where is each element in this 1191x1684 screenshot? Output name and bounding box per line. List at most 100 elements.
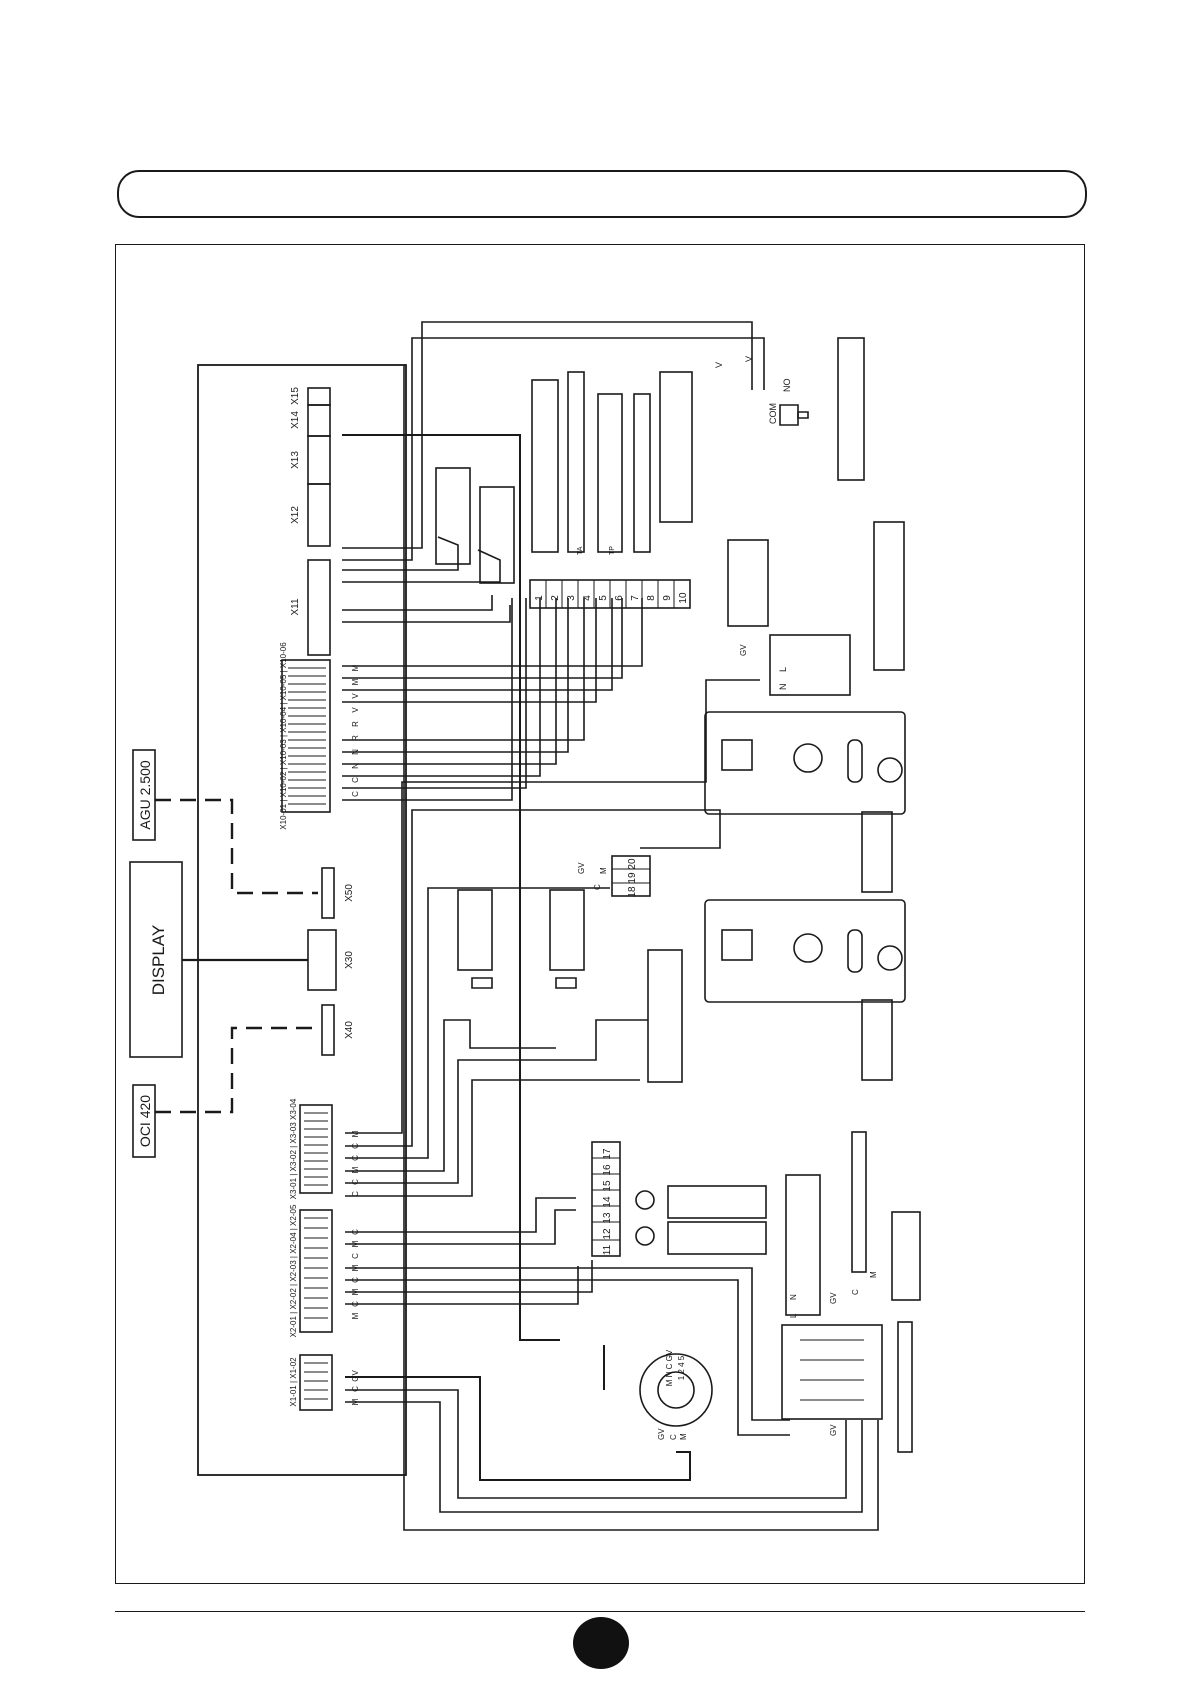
x3-header: X3-01 | X3-02 | X3-03 X3-04 [289, 1098, 298, 1199]
x40-label: X40 [344, 1021, 355, 1039]
x15-label: X15 [290, 387, 301, 405]
gas-valve-2 [704, 899, 906, 1003]
diagram-frame [115, 244, 1085, 1584]
control-board-outline [197, 364, 407, 1476]
x2-header: X2-01 | X2-02 | X2-03 | X2-04 | X2-05 [289, 1204, 298, 1337]
mains-gv-label: GV [829, 1292, 838, 1304]
sensor-box-3 [597, 393, 623, 553]
x1-header: X1-01 | X1-02 [289, 1357, 298, 1407]
x13-connector [307, 435, 331, 485]
fan-c-label: C [669, 1434, 678, 1440]
wire-letter: R [351, 735, 360, 741]
x2-connector [299, 1209, 333, 1333]
mid-m-label: M [599, 867, 608, 874]
fuse-label-box [891, 1211, 921, 1301]
x14-label: X14 [290, 411, 301, 429]
flow-switch-box [647, 949, 683, 1083]
terminal-number: 11 [602, 1244, 613, 1255]
x1-connector [299, 1354, 333, 1411]
fan-pins: 1 2 4 5 [677, 1355, 686, 1380]
terminal-number: 10 [678, 592, 689, 604]
ignition-label-box [873, 521, 905, 671]
x1-wire-letters: GV CM [351, 1370, 360, 1406]
x50-connector [321, 867, 335, 919]
ign-l-label: L [778, 667, 788, 672]
x13-label: X13 [290, 451, 301, 469]
wire-letter: M [351, 1398, 360, 1405]
agu-label: AGU 2.500 [137, 760, 153, 829]
wire-letter: GV [351, 1370, 360, 1382]
terminal-number: 6 [614, 595, 625, 601]
terminal-number: 7 [630, 595, 641, 601]
mains-c-label: C [851, 1289, 860, 1295]
pump-box-2 [667, 1221, 767, 1255]
terminal-number: 12 [602, 1228, 613, 1240]
x12-connector [307, 483, 331, 547]
sensor-box-5 [659, 371, 693, 523]
oci-label: OCI 420 [137, 1095, 153, 1147]
page-number-disc [573, 1617, 629, 1669]
switch-label-box [897, 1321, 913, 1453]
mains-n-label: N [789, 1294, 798, 1300]
terminal-number: 1 [534, 595, 545, 601]
mains-terminal-block [781, 1324, 883, 1420]
x3-connector [299, 1104, 333, 1194]
wire-letter: C [351, 1179, 360, 1185]
terminal-number: 3 [566, 595, 577, 601]
wire-letter: R [351, 721, 360, 727]
oci-module [132, 1084, 156, 1158]
fan-letters: M N C GV [665, 1349, 674, 1386]
wire-letter: M [351, 1240, 360, 1247]
terminal-number: 14 [602, 1196, 613, 1208]
sensor-box-4 [633, 393, 651, 553]
x14-connector [307, 404, 331, 437]
limit-thermostat-2 [549, 889, 585, 971]
terminal-number: 9 [662, 595, 673, 601]
ignition-box [727, 539, 769, 627]
mid-c-label: C [593, 884, 602, 890]
terminal-number: 4 [582, 595, 593, 601]
wire-letter: C [351, 1253, 360, 1259]
wire-letter: V [351, 707, 360, 713]
valve-label-box-1 [861, 811, 893, 893]
agu-dashed-link [155, 798, 318, 895]
terminal-number: 16 [602, 1164, 613, 1176]
wire-letter: M [351, 1312, 360, 1319]
fan-motor [639, 1353, 713, 1427]
ntc-box-2 [479, 486, 515, 584]
wire-letter: M [351, 664, 360, 671]
valve-label-box-2 [861, 999, 893, 1081]
terminal-number: 17 [602, 1148, 613, 1160]
wire-letter: C [351, 1301, 360, 1307]
wire-letter: N [351, 749, 360, 755]
x12-label: X12 [290, 506, 301, 524]
v-label-1: V [714, 362, 724, 368]
v-label-2: V [744, 356, 754, 362]
ta-label: TA [577, 546, 584, 555]
terminal-number: 8 [646, 595, 657, 601]
title-bar [117, 170, 1087, 218]
power-label-box [851, 1131, 867, 1273]
ntc-box-1 [435, 467, 471, 565]
wire-letter: M [351, 1130, 360, 1137]
wire-letter: V [351, 693, 360, 699]
pump-box-1 [667, 1185, 767, 1219]
ign-gv-label: GV [739, 644, 748, 656]
footer-rule [115, 1611, 1085, 1612]
x40-connector [321, 1004, 335, 1056]
terminal-number: 13 [602, 1212, 613, 1224]
dhw-box [785, 1174, 821, 1316]
wire-letter: M [351, 1288, 360, 1295]
x30-connector [307, 929, 337, 991]
x10-header: X10-01 | X10-02 | X10-03 | X10-04 | X10-… [279, 642, 288, 830]
com-label: COM [768, 403, 778, 424]
wire-letter: C [351, 1386, 360, 1392]
terminal-block-bottom [591, 1141, 621, 1257]
x11-label: X11 [290, 598, 301, 615]
limit-thermostat-1 [457, 889, 493, 971]
